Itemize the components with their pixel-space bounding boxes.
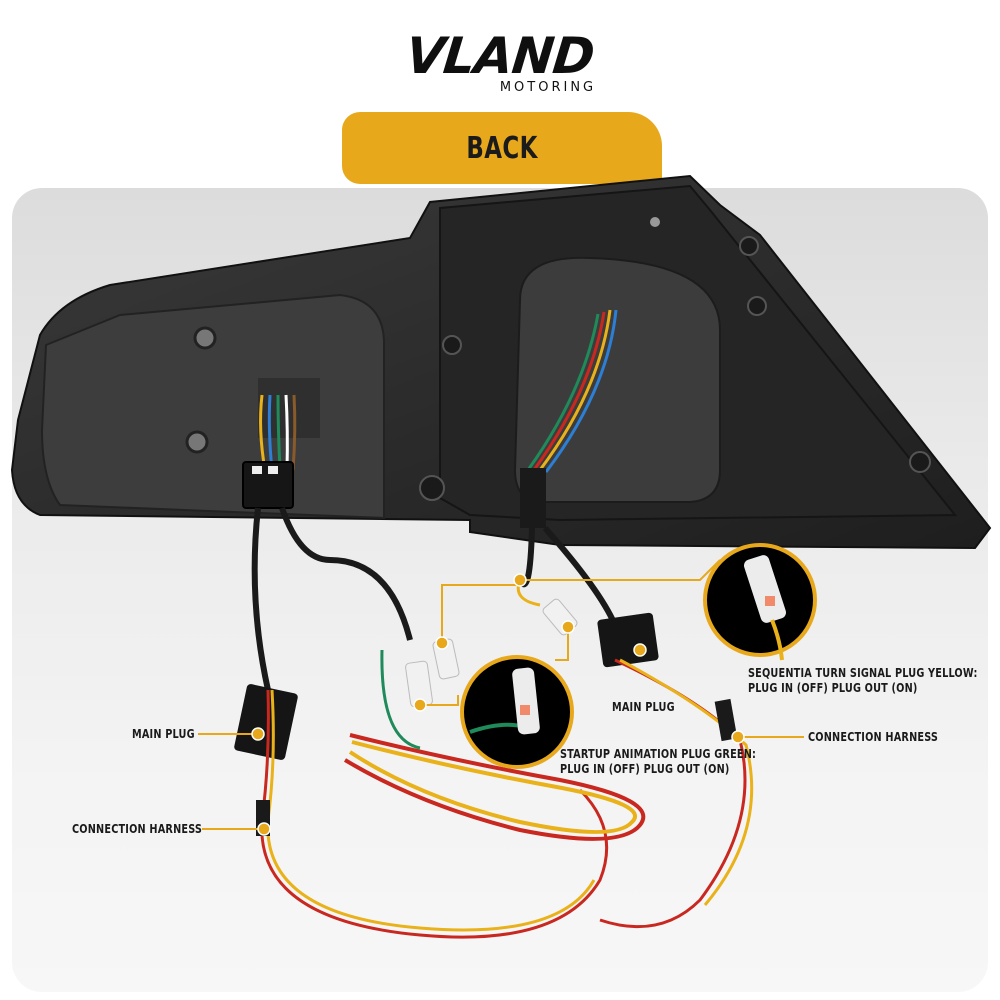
tail-light-housing bbox=[10, 174, 992, 550]
connection-harness-wires bbox=[260, 579, 754, 939]
callout-markers bbox=[251, 573, 745, 836]
startup-animation-plug-label-line2: PLUG IN (OFF) PLUG OUT (ON) bbox=[560, 762, 730, 776]
connection-harness-left-label: CONNECTION HARNESS bbox=[72, 822, 203, 836]
connection-harness-right-label: CONNECTION HARNESS bbox=[808, 730, 939, 744]
section-title-tab: BACK bbox=[342, 112, 662, 184]
main-plug-left-label: MAIN PLUG bbox=[132, 727, 195, 741]
brand-tagline: MOTORING bbox=[499, 80, 597, 95]
startup-animation-plug-label-line1: STARTUP ANIMATION PLUG GREEN: bbox=[560, 747, 757, 761]
right-wire-bundle bbox=[520, 309, 618, 528]
main-plug-right-label: MAIN PLUG bbox=[612, 700, 675, 714]
brand-header: VLAND MOTORING bbox=[0, 27, 1000, 95]
sequential-plug-zoom bbox=[703, 543, 817, 661]
sequential-turn-signal-plug-label-line2: PLUG IN (OFF) PLUG OUT (ON) bbox=[748, 681, 918, 695]
main-plug-left-graphic bbox=[234, 684, 298, 760]
sequential-turn-signal-plug-label: SEQUENTIA TURN SIGNAL PLUG YELLOW: PLUG … bbox=[748, 666, 978, 696]
connection-harness-right-plug bbox=[714, 698, 738, 742]
section-title: BACK bbox=[466, 130, 538, 166]
startup-animation-plug-label: STARTUP ANIMATION PLUG GREEN: PLUG IN (O… bbox=[560, 747, 756, 777]
left-wire-bundle bbox=[242, 378, 320, 509]
startup-plug-zoom bbox=[460, 655, 574, 769]
sequential-turn-signal-plug-label-line1: SEQUENTIA TURN SIGNAL PLUG YELLOW: bbox=[748, 666, 978, 680]
main-plug-right-graphic bbox=[597, 612, 659, 668]
